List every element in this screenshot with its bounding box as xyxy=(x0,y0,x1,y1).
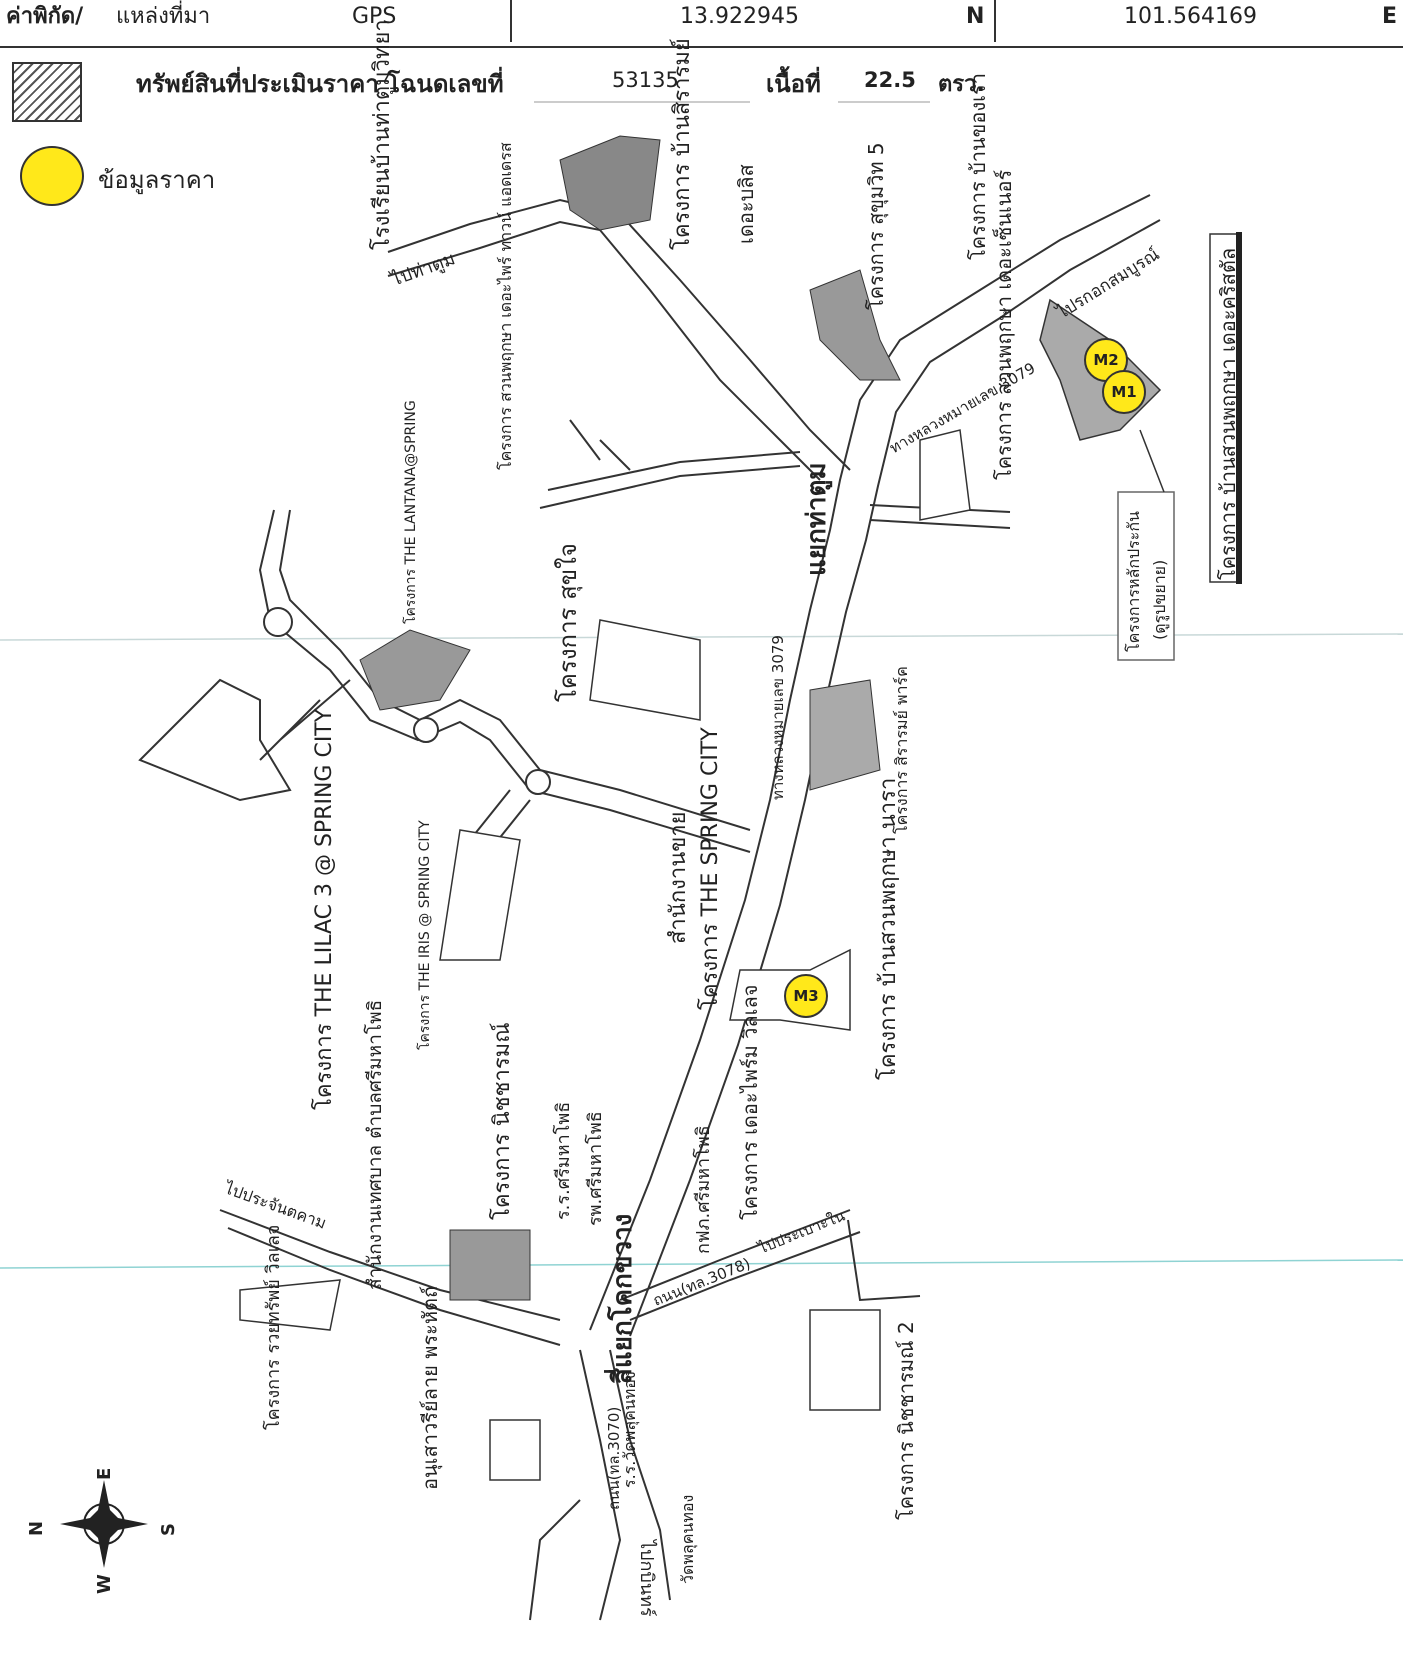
label-school-tha-tum: โรงเรียนบ้านท่าตูมวิทยา xyxy=(370,19,395,250)
area-unit: ตรว. xyxy=(938,72,985,97)
longitude-dir: E xyxy=(1382,4,1398,29)
label-proj-siram-sub: เดอะบลิส xyxy=(734,164,758,244)
label-temple: วัดพลุคนทอง xyxy=(678,1494,697,1584)
coord-label: ค่าพิกัด/ xyxy=(6,4,84,29)
label-proj-main-sub: (ดูรูปขยาย) xyxy=(1150,559,1169,640)
area-label: เนื้อที่ xyxy=(766,70,821,98)
label-intersection-khok: สี่แยกโคกขวาง xyxy=(608,1213,638,1384)
label-road-3078: ถนน(ทล.3078) xyxy=(650,1254,753,1310)
source-value: GPS xyxy=(352,4,397,29)
compass-e: E xyxy=(94,1467,115,1480)
label-proj-siram: โครงการ บ้านสิรารมย์ xyxy=(670,38,695,250)
latitude-dir: N xyxy=(966,4,985,29)
price-label: ข้อมูลราคา xyxy=(98,166,216,194)
asset-label: ทรัพย์สินที่ประเมินราคา โฉนดเลขที่ xyxy=(136,70,504,98)
price-data-swatch xyxy=(20,146,84,206)
label-proj-suanpruksa-center: โครงการ สวนพฤกษา เดอะเซ็นเนอร์ xyxy=(992,169,1016,480)
label-proj-sukhumvit5: โครงการ สุขุมวิท 5 xyxy=(864,142,888,310)
latitude: 13.922945 xyxy=(680,4,799,29)
label-proj-lilac: โครงการ THE LILAC 3 @ SPRING CITY xyxy=(312,708,337,1110)
label-monument: อนุเสาวรีย์ลาย พระหัตถ์ xyxy=(418,1285,442,1490)
divider xyxy=(510,0,512,42)
label-proj-nicharom2: โครงการ นิชชารมณ์ 2 xyxy=(894,1321,918,1520)
label-proj-crystal: โครงการ บ้านสวนพฤกษา เดอะคริสตัล xyxy=(1216,247,1240,580)
asset-hatch-swatch xyxy=(12,62,82,122)
header-table: ค่าพิกัด/ แหล่งที่มา GPS 13.922945 N 101… xyxy=(0,0,1403,48)
label-proj-lantana: โครงการ THE LANTANA@SPRING xyxy=(403,400,419,624)
label-school-srimahaphot: ร.ร.ศรีมหาโพธิ xyxy=(553,1101,574,1220)
compass-rose-icon xyxy=(60,1480,148,1568)
label-proj-suanpruksa-townhome: โครงการ สวนพฤกษา เดอะไพร์ ทาวน์ แอดเดรส xyxy=(496,142,515,470)
label-to-rokomsombun: ไปรกอกสมบูรณ์ xyxy=(1053,244,1164,324)
label-proj-ruay: โครงการ รวยทรัพย์ วิลเลจ xyxy=(263,1224,284,1430)
deed-number: 53135 xyxy=(612,68,679,92)
price-marker-m3: M3 xyxy=(784,974,828,1018)
area-value: 22.5 xyxy=(864,68,916,92)
divider xyxy=(994,0,996,42)
label-proj-spring-city: โครงการ THE SPRING CITY xyxy=(698,727,723,1010)
compass: E W N S xyxy=(26,1450,180,1594)
label-intersection-tha-tum: แยกท่าตูม xyxy=(802,462,832,577)
label-hospital: รพ.ศรีมหาโพธิ xyxy=(585,1111,606,1226)
label-school-wat: ร.ร.วัดพลุคนทอง xyxy=(620,1371,639,1488)
compass-w: W xyxy=(94,1574,115,1594)
source-label: แหล่งที่มา xyxy=(116,4,211,29)
label-proj-iris: โครงการ THE IRIS @ SPRING CITY xyxy=(417,820,433,1050)
compass-s: S xyxy=(158,1523,179,1536)
label-proj-nicharom: โครงการ นิชชารมณ์ xyxy=(490,1022,515,1220)
label-proj-nara: โครงการ บ้านสวนพฤกษา นารา xyxy=(876,777,901,1080)
compass-n: N xyxy=(26,1520,47,1536)
label-police: กฟภ.ศรีมหาโพธิ xyxy=(693,1125,714,1254)
price-marker-m1: M1 xyxy=(1102,370,1146,414)
label-hwy3079-b: ทางหลวงหมายเลข 3079 xyxy=(769,635,787,800)
longitude: 101.564169 xyxy=(1124,4,1257,29)
label-proj-main: โครงการหลักประกัน xyxy=(1124,511,1143,652)
label-proj-sukjai: โครงการ สุขใจ xyxy=(554,543,582,702)
label-sales-office: สำนักงานขาย xyxy=(666,811,691,944)
label-municipal-office: สำนักงานเทศบาล ตำบลศรีมหาโพธิ xyxy=(364,999,386,1290)
label-to-kabinburi: ไปกบินทร์ xyxy=(636,1540,657,1617)
label-to-tha-tum: ไปท่าตูม xyxy=(388,248,458,291)
label-proj-prime: โครงการ เดอะไพร์ม วิลเลจ xyxy=(738,984,762,1220)
label-to-prakhon: ไปประเบาะใน xyxy=(755,1206,848,1258)
